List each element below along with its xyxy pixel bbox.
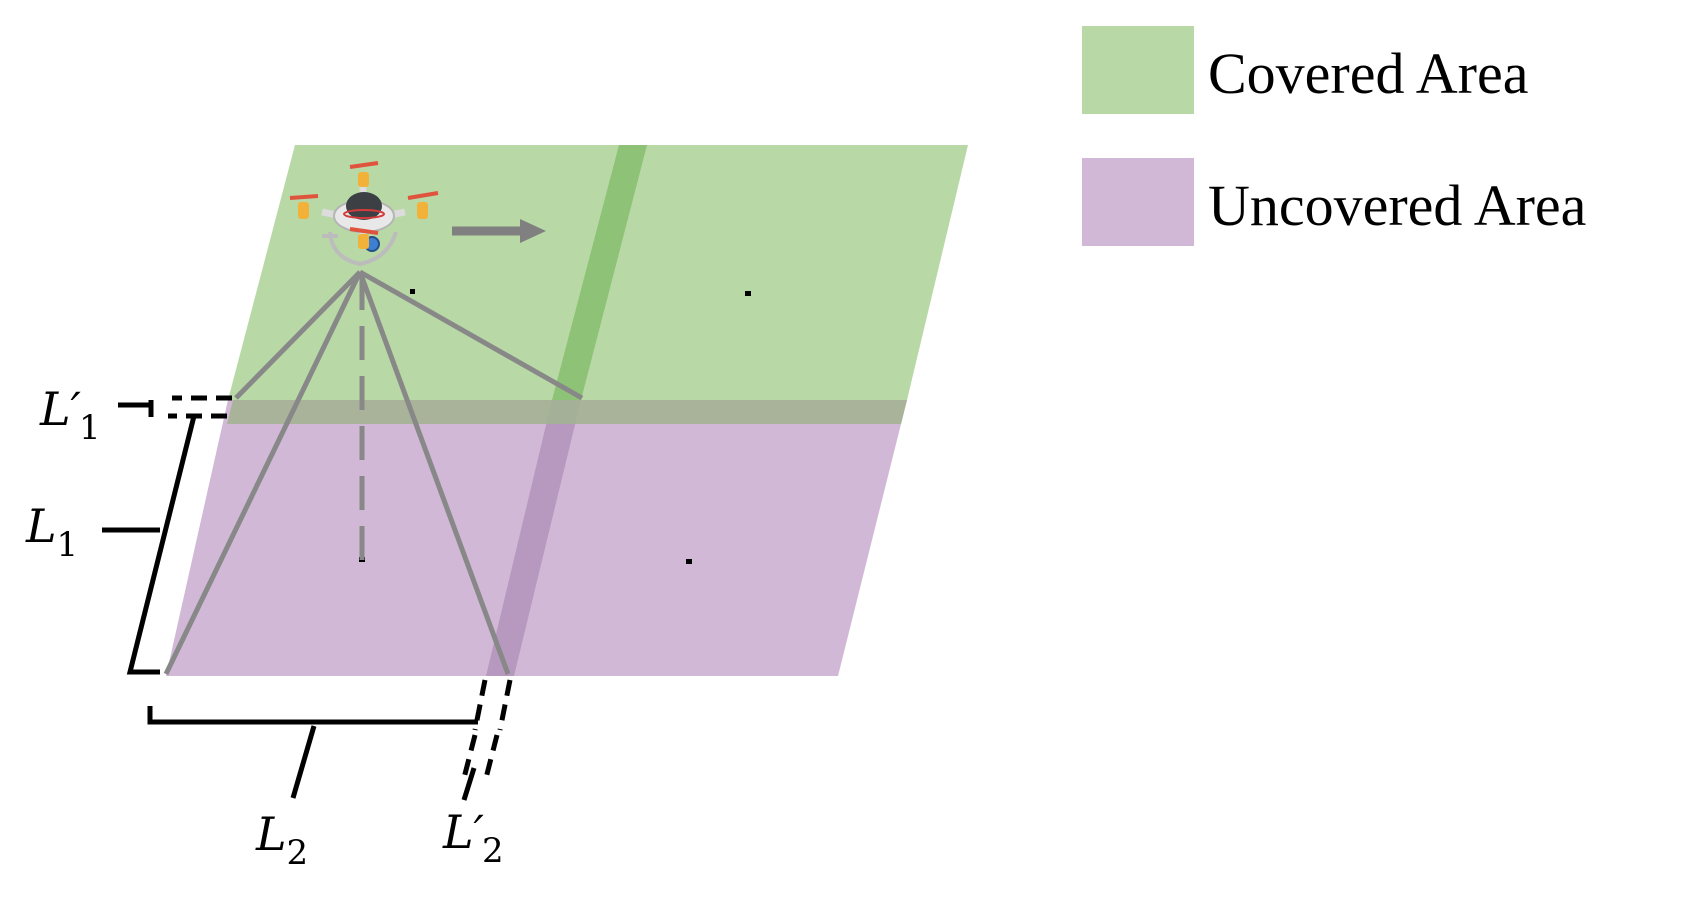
l2-tick	[290, 725, 317, 799]
label-l1: L1	[25, 499, 78, 565]
overlap-band-horizontal	[227, 400, 907, 424]
dimension-brackets	[102, 395, 513, 801]
l1-bracket	[126, 415, 197, 675]
legend: Covered Area Uncovered Area	[1082, 26, 1586, 246]
right-arrow-icon	[452, 219, 546, 243]
legend-swatch-uncovered	[1082, 158, 1194, 246]
fov-line	[357, 271, 511, 675]
center-dot	[410, 289, 415, 294]
label-l1-prime: L′1	[39, 382, 101, 448]
fov-line	[234, 270, 362, 400]
overlap-band-vertical-uncovered	[486, 400, 581, 676]
l2-prime-bracket	[461, 734, 478, 779]
dimension-labels: L′1 L1 L2 L′2	[25, 382, 504, 873]
legend-swatch-covered	[1082, 26, 1194, 114]
quadcopter-drone-icon	[289, 161, 439, 267]
l2-bracket	[147, 706, 478, 725]
fov-line	[163, 270, 363, 676]
l2-prime-bracket	[497, 679, 513, 731]
l2-prime-bracket	[472, 679, 488, 731]
l2-prime-bracket	[483, 734, 500, 779]
center-dot	[745, 291, 751, 296]
overlap-band-vertical-covered	[552, 145, 647, 400]
l2-prime-tick	[461, 767, 477, 801]
center-dot	[686, 559, 692, 564]
label-l2-prime: L′2	[442, 805, 504, 871]
camera-field-of-view	[163, 269, 584, 676]
fov-line	[358, 269, 584, 401]
legend-label-uncovered: Uncovered Area	[1208, 173, 1586, 238]
legend-label-covered: Covered Area	[1208, 41, 1528, 106]
label-l2: L2	[255, 807, 308, 873]
ground-plane	[166, 145, 968, 676]
